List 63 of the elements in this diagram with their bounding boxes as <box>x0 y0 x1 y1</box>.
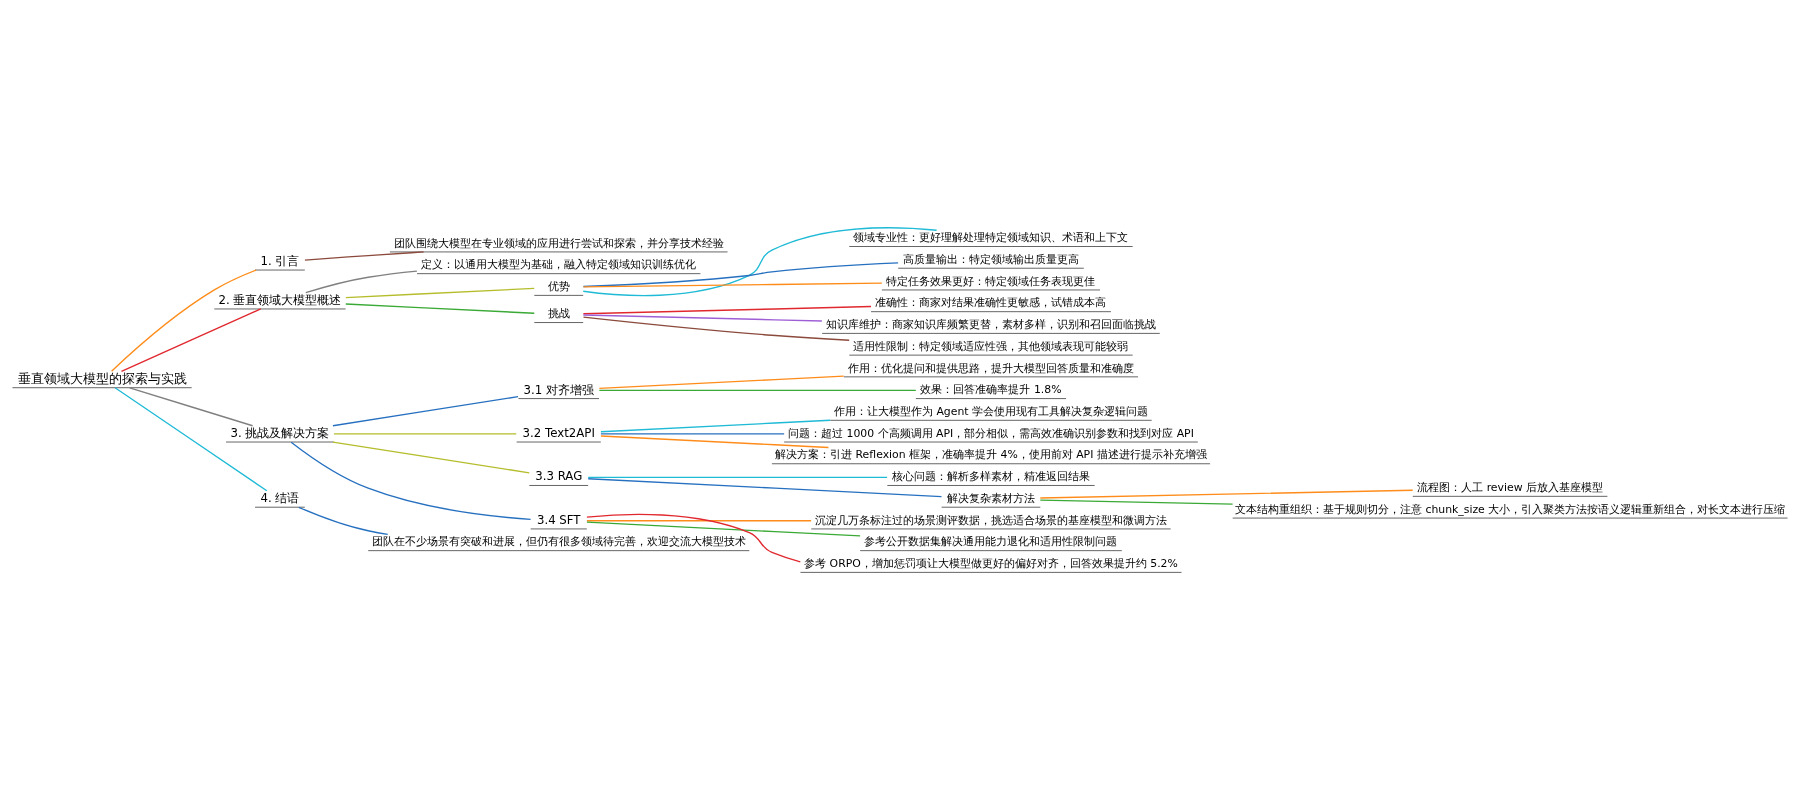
connector <box>600 435 830 449</box>
connector <box>290 441 532 521</box>
connector <box>587 476 888 478</box>
node-text: 团队围绕大模型在专业领域的应用进行尝试和探索，并分享技术经验 <box>393 236 724 250</box>
node-text: 解决复杂素材方法 <box>946 491 1035 505</box>
connector <box>582 316 850 341</box>
node-text: 领域专业性：更好理解处理特定领域知识、术语和上下文 <box>853 231 1129 245</box>
node-text: 参考公开数据集解决通用能力退化和适用性限制问题 <box>864 535 1118 549</box>
connector <box>582 282 883 288</box>
connector <box>120 308 262 372</box>
connector <box>114 387 268 492</box>
connector <box>304 251 425 261</box>
node-text: 2. 垂直领域大模型概述 <box>218 292 342 307</box>
connector <box>598 389 917 392</box>
node-text: 知识库维护：商家知识库频繁更替，素材多样，识别和召回面临挑战 <box>825 318 1156 332</box>
node-text: 问题：超过 1000 个高频调用 API，部分相似，需高效准确识别参数和找到对应 API <box>788 426 1194 440</box>
connector <box>598 375 845 390</box>
node-text: 优势 <box>547 280 570 294</box>
connector <box>586 521 861 537</box>
node-text: 3.2 Text2API <box>522 425 595 440</box>
connector <box>600 433 785 435</box>
connector <box>582 227 938 297</box>
connector <box>582 305 872 315</box>
connector <box>600 419 831 433</box>
node-text: 高质量输出：特定领域输出质量更高 <box>902 252 1079 266</box>
connector <box>582 314 823 322</box>
connector <box>582 262 899 288</box>
connector <box>587 478 943 498</box>
node-text: 作用：优化提问和提供思路，提升大模型回答质量和准确度 <box>847 361 1134 375</box>
connector <box>332 396 519 427</box>
node-text: 作用：让大模型作为 Agent 学会使用现有工具解决复杂逻辑问题 <box>833 404 1148 418</box>
node-text: 准确性：商家对结果准确性更敏感，试错成本高 <box>875 296 1107 310</box>
node-text: 垂直领域大模型的探索与实践 <box>17 370 187 386</box>
node-text: 定义：以通用大模型为基础，融入特定领域知识训练优化 <box>421 258 697 272</box>
connector <box>110 269 257 372</box>
connector <box>129 387 254 427</box>
node-text: 团队在不少场景有突破和进展，但仍有很多领域待完善，欢迎交流大模型技术 <box>371 535 746 549</box>
connector <box>333 433 517 435</box>
node-text: 参考 ORPO，增加惩罚项让大模型做更好的偏好对齐，回答效果提升约 5.2% <box>804 557 1178 571</box>
node-text: 特定任务效果更好：特定领域任务表现更佳 <box>886 274 1096 288</box>
node-text: 4. 结语 <box>260 491 300 506</box>
connector <box>332 441 530 474</box>
connector <box>345 303 535 314</box>
connector <box>586 513 801 563</box>
connector <box>305 270 418 294</box>
node-text: 文本结构重组织：基于规则切分，注意 chunk_size 大小，引入聚类方法按语义逻辑重新组合，对长文本进行压缩 <box>1234 502 1786 516</box>
node-text: 挑战 <box>547 307 570 321</box>
node-text: 3. 挑战及解决方案 <box>230 425 330 440</box>
connector <box>1039 499 1234 505</box>
node-text: 效果：回答准确率提升 1.8% <box>920 383 1062 397</box>
node-text: 3.4 SFT <box>536 512 581 527</box>
connector <box>345 287 535 299</box>
node-text: 3.1 对齐增强 <box>523 382 594 397</box>
connector <box>586 520 812 522</box>
node-text: 1. 引言 <box>260 253 300 268</box>
node-text: 核心问题：解析多样素材，精准返回结果 <box>891 470 1090 484</box>
connector <box>1039 489 1414 499</box>
node-text: 适用性限制：特定领域适应性强，其他领域表现可能较弱 <box>853 339 1129 353</box>
node-text: 流程图：人工 review 后放入基座模型 <box>1417 481 1604 494</box>
node-text: 3.3 RAG <box>535 469 583 484</box>
node-text: 沉淀几万条标注过的场景测评数据，挑选适合场景的基座模型和微调方法 <box>814 513 1167 527</box>
node-text: 解决方案：引进 Reflexion 框架，准确率提升 4%，使用前对 API 描述进行提示补充增强 <box>775 448 1207 462</box>
connector <box>298 506 389 535</box>
